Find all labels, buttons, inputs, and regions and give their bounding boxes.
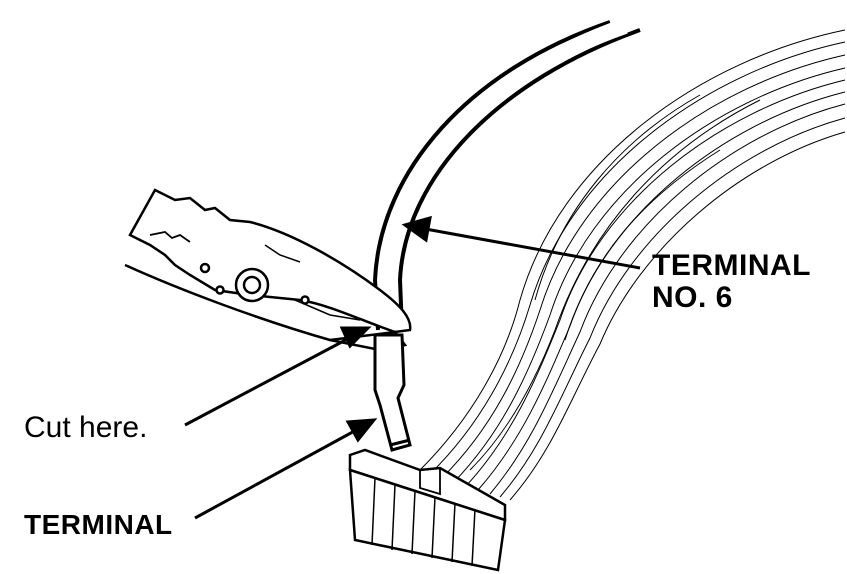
wire-cutter-pliers bbox=[124, 188, 412, 352]
connector-housing bbox=[348, 448, 507, 572]
arrowhead-terminal bbox=[345, 418, 378, 443]
terminal-no6-wire bbox=[372, 18, 641, 331]
arrow-terminal-no6 bbox=[419, 226, 641, 270]
arrow-cut-here bbox=[184, 333, 356, 427]
wire-bundle bbox=[419, 29, 846, 501]
arrowhead-cut-here bbox=[339, 326, 372, 349]
label-terminal-no6-line2: NO. 6 bbox=[652, 280, 733, 314]
terminal-crimp bbox=[373, 333, 412, 452]
label-terminal-no6-line1: TERMINAL bbox=[652, 249, 811, 282]
leader-arrows bbox=[184, 215, 641, 520]
arrowhead-terminal-no6 bbox=[401, 215, 432, 243]
label-terminal: TERMINAL bbox=[24, 509, 173, 540]
arrow-terminal bbox=[194, 426, 361, 520]
label-cut-here: Cut here. bbox=[24, 411, 148, 444]
label-terminal-no6: TERMINAL NO. 6 bbox=[652, 250, 811, 313]
